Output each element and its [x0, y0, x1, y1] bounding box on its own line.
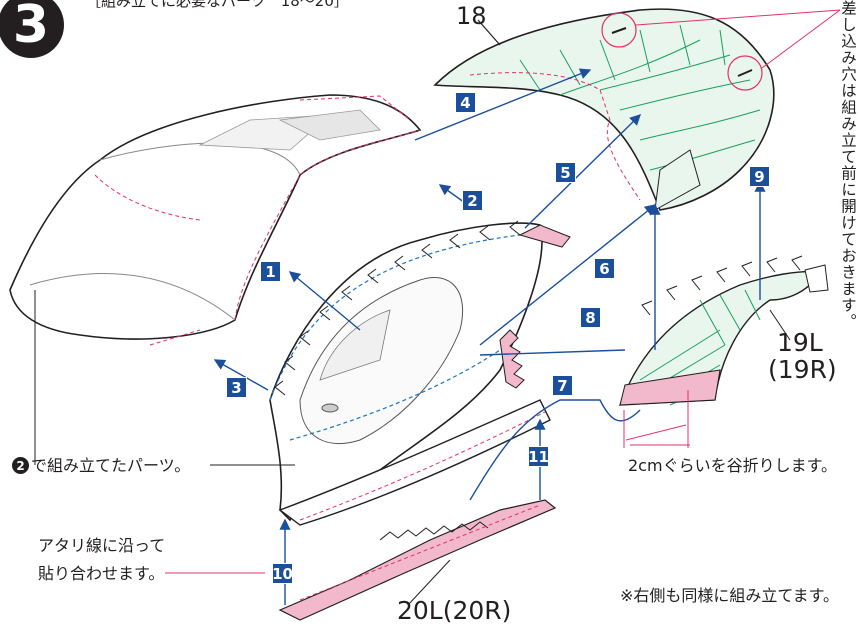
leader-lines: [34, 290, 791, 606]
step-number-badge: 3: [0, 0, 64, 58]
part-19-rear-fender: [618, 255, 829, 406]
assembled-parts-text: で組み立てたパーツ。: [31, 455, 191, 475]
step-tag-4: 4: [455, 92, 476, 113]
step-ref-badge: 2: [12, 457, 29, 474]
step-tag-3: 3: [226, 377, 247, 398]
step-tag-2: 2: [462, 190, 483, 211]
step-tag-8: 8: [580, 307, 601, 328]
step-tag-11: 11: [528, 446, 549, 467]
step-tag-10: 10: [272, 563, 293, 584]
step-tag-7: 7: [552, 375, 573, 396]
step-tag-6: 6: [594, 258, 615, 279]
part-19-label: 19L: [777, 328, 823, 357]
part-19-alt-label: (19R): [768, 355, 837, 384]
step-tag-9: 9: [749, 166, 770, 187]
punch-holes-note: 差し込み穴は組み立て前に開けておきます。: [839, 0, 857, 330]
part-20-side-sill: [278, 499, 557, 621]
step-tag-5: 5: [555, 162, 576, 183]
assembled-parts-callout: 2 で組み立てたパーツ。: [12, 457, 190, 474]
required-parts-label: ［組み立てに必要なパーツ 18〜20］: [86, 0, 349, 10]
mirror-assembly-note: ※右側も同様に組み立てます。: [620, 586, 840, 605]
part-20-label: 20L(20R): [397, 596, 512, 625]
part-18-rear-deck: [433, 8, 841, 211]
valley-fold-note: 2cmぐらいを谷折りします。: [628, 456, 837, 475]
roof-body-panel: [9, 94, 422, 346]
part-18-label: 18: [456, 2, 487, 30]
align-line-text-2: 貼り合わせます。: [38, 564, 165, 583]
side-door-panel: [269, 220, 571, 526]
step-number: 3: [12, 0, 50, 55]
step-tag-1: 1: [260, 261, 281, 282]
align-line-text-1: アタリ線に沿って: [38, 536, 166, 555]
assembly-arrows: [213, 68, 766, 605]
